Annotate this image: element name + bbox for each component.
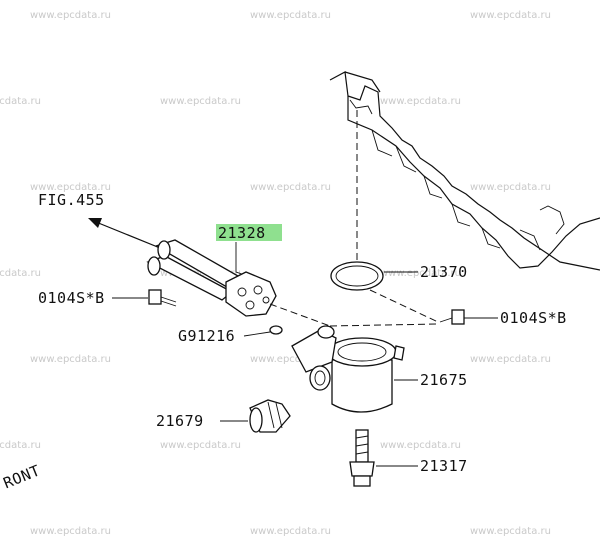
intake-manifold-drawing [329,71,600,271]
front-label: RONT [1,461,43,492]
watermark: www.epcdata.ru [380,96,461,107]
watermark: www.epcdata.ru [250,10,331,21]
callout-21317[interactable]: 21317 [349,429,468,487]
watermark: www.epcdata.ru [30,526,111,537]
watermark: www.epcdata.ru [30,354,111,365]
watermark: www.epcdata.ru [380,440,461,451]
watermark: www.epcdata.ru [160,440,241,451]
watermark: www.epcdata.ru [470,182,551,193]
watermark-layer: www.epcdata.ru www.epcdata.ru www.epcdat… [0,10,551,537]
watermark: www.epcdata.ru [160,96,241,107]
callout-21328[interactable]: 21328 [216,224,282,277]
pin-icon [269,325,283,335]
bolt-head-icon [451,309,465,325]
fig-reference: FIG.455 [38,191,166,251]
part-number-g91216[interactable]: G91216 [178,327,235,345]
highlight-box [216,224,282,241]
callout-21675[interactable]: 21675 [291,325,468,413]
part-number-0104sb-right[interactable]: 0104S*B [500,309,567,327]
watermark: www.epcdata.ru [0,440,41,451]
thermostat-cover-drawing [146,239,331,327]
part-number-21317[interactable]: 21317 [420,457,468,475]
watermark: www.epcdata.ru [0,268,41,279]
part-number-21679[interactable]: 21679 [156,412,204,430]
callout-21370[interactable]: 21370 [330,261,468,291]
housing-body [331,359,393,413]
callout-g91216[interactable]: G91216 [178,325,283,345]
callout-0104sb-left[interactable]: 0104S*B [38,289,177,307]
callout-0104sb-right[interactable]: 0104S*B [329,289,567,327]
callout-21679[interactable]: 21679 [156,399,291,433]
watermark: www.epcdata.ru [30,10,111,21]
watermark: www.epcdata.ru [250,354,331,365]
arrow-icon [88,218,102,228]
watermark: www.epcdata.ru [380,268,461,279]
watermark: www.epcdata.ru [30,182,111,193]
watermark: www.epcdata.ru [470,10,551,21]
part-number-21328[interactable]: 21328 [218,224,266,242]
watermark: www.epcdata.ru [470,526,551,537]
watermark: www.epcdata.ru [0,96,41,107]
watermark: www.epcdata.ru [250,526,331,537]
gasket-ring [330,261,384,291]
part-number-0104sb-left[interactable]: 0104S*B [38,289,105,307]
watermark: www.epcdata.ru [250,182,331,193]
fig-reference-label[interactable]: FIG.455 [38,191,105,209]
bolt-head-icon [148,289,162,305]
watermark: www.epcdata.ru [470,354,551,365]
part-number-21675[interactable]: 21675 [420,371,468,389]
part-number-21370[interactable]: 21370 [420,263,468,281]
watermark: www.epcdata.ru [160,268,241,279]
